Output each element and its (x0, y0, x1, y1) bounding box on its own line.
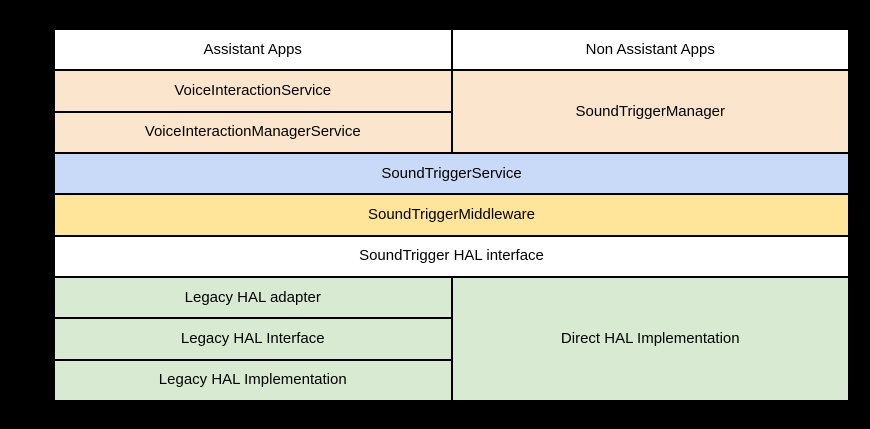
cell-sound-trigger-hal-interface: SoundTrigger HAL interface (55, 236, 848, 276)
cell-non-assistant-apps: Non Assistant Apps (452, 30, 848, 70)
cell-legacy-hal-interface: Legacy HAL Interface (55, 319, 451, 359)
cell-legacy-hal-adapter: Legacy HAL adapter (55, 277, 451, 318)
stack-table: Assistant Apps Non Assistant Apps VoiceI… (53, 28, 850, 402)
cell-sound-trigger-manager: SoundTriggerManager (452, 71, 848, 152)
cell-voice-interaction-service: VoiceInteractionService (55, 71, 451, 111)
cell-sound-trigger-middleware: SoundTriggerMiddleware (55, 195, 848, 235)
cell-sound-trigger-service: SoundTriggerService (55, 153, 848, 194)
cell-direct-hal-implementation: Direct HAL Implementation (452, 277, 848, 400)
cell-voice-interaction-manager-service: VoiceInteractionManagerService (55, 112, 451, 152)
cell-legacy-hal-implementation: Legacy HAL Implementation (55, 360, 451, 400)
cell-assistant-apps: Assistant Apps (55, 30, 451, 70)
